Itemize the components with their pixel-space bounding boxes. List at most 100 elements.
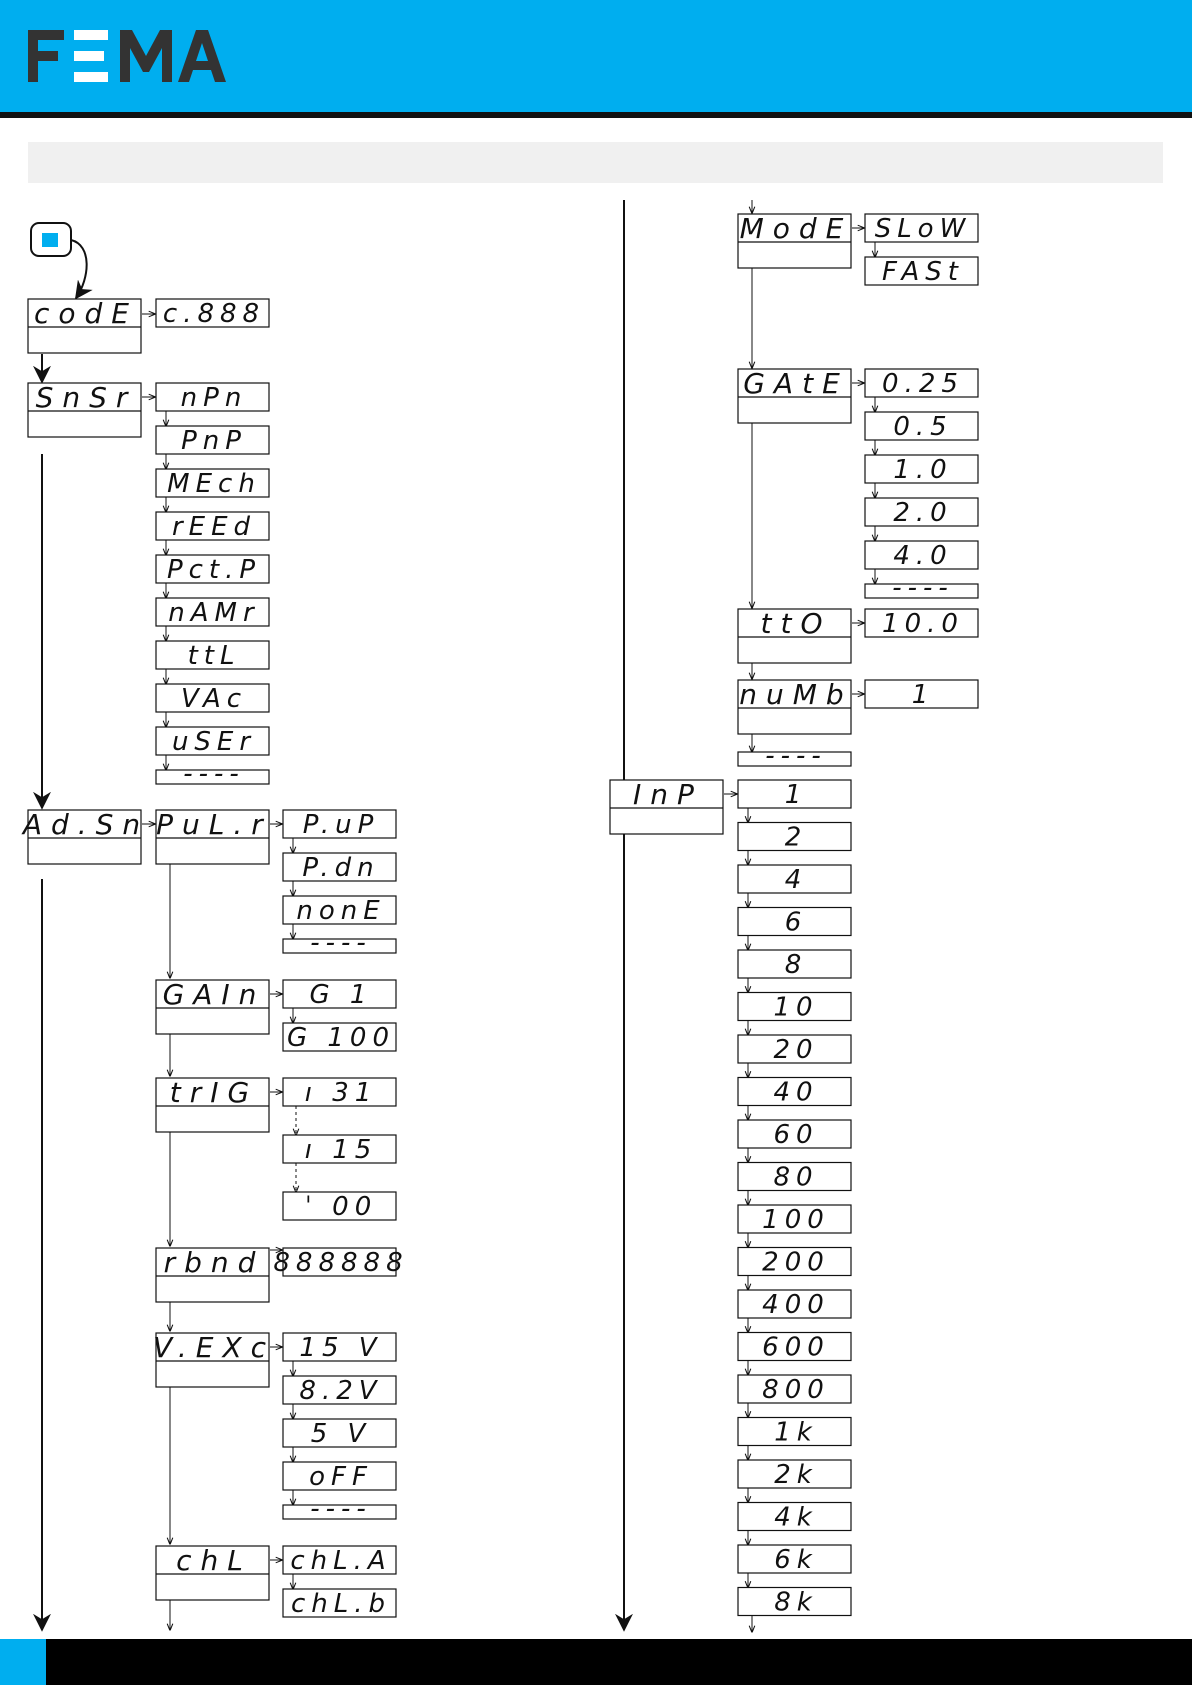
trig-option-2[interactable] <box>282 1191 397 1221</box>
numb-end-text: ---- <box>765 741 827 771</box>
param-inp[interactable] <box>609 779 724 835</box>
snsr-option-6[interactable] <box>155 640 270 670</box>
gain-option-0-text: G 1 <box>310 980 373 1010</box>
snsr-option-2[interactable] <box>155 468 270 498</box>
start-arrow <box>70 239 93 300</box>
inp-option-13-text: 600 <box>762 1333 830 1363</box>
inp-option-9[interactable] <box>737 1161 852 1192</box>
mode-option-1[interactable] <box>864 256 979 286</box>
inp-option-0[interactable] <box>737 779 852 809</box>
param-chl[interactable] <box>155 1545 270 1601</box>
pulr-option-0[interactable] <box>282 809 397 839</box>
inp-option-3-text: 6 <box>785 908 808 938</box>
inp-option-14[interactable] <box>737 1374 852 1404</box>
inp-option-10[interactable] <box>737 1204 852 1234</box>
mode-option-0[interactable] <box>864 213 979 243</box>
trig-option-1[interactable] <box>282 1134 397 1164</box>
param-code[interactable] <box>27 298 142 354</box>
inp-option-10-text: 100 <box>762 1205 830 1235</box>
vexc-option-4-text: ---- <box>310 1494 372 1524</box>
param-gain[interactable] <box>155 979 270 1035</box>
chl-option-0[interactable] <box>282 1545 397 1575</box>
param-vexc[interactable] <box>155 1332 270 1388</box>
vexc-option-4[interactable] <box>282 1504 397 1520</box>
inp-option-8[interactable] <box>737 1119 852 1149</box>
inp-option-2[interactable] <box>737 864 852 894</box>
section-band <box>28 142 1163 183</box>
numb-option-0[interactable] <box>864 679 979 709</box>
gate-option-1[interactable] <box>864 411 979 441</box>
gate-option-4[interactable] <box>864 540 979 570</box>
snsr-option-4[interactable] <box>155 554 270 584</box>
code-option[interactable] <box>155 298 270 328</box>
param-numb[interactable] <box>737 679 852 735</box>
inp-option-7[interactable] <box>737 1076 852 1107</box>
snsr-option-0[interactable] <box>155 382 270 412</box>
gate-option-2[interactable] <box>864 454 979 484</box>
param-pulr-label: PuL.r <box>156 808 272 841</box>
snsr-option-7[interactable] <box>155 683 270 713</box>
param-snsr[interactable] <box>27 382 142 438</box>
inp-option-12[interactable] <box>737 1289 852 1319</box>
gate-option-0[interactable] <box>864 368 979 398</box>
inp-option-16[interactable] <box>737 1459 852 1489</box>
vexc-option-2[interactable] <box>282 1418 397 1448</box>
snsr-option-8[interactable] <box>155 726 270 756</box>
trig-option-0[interactable] <box>282 1077 397 1107</box>
numb-option-0-text: 1 <box>912 680 935 710</box>
snsr-option-5[interactable] <box>155 597 270 627</box>
vexc-option-1[interactable] <box>282 1375 397 1405</box>
inp-option-16-text: 2k <box>774 1460 818 1490</box>
vexc-option-0-text: 15 V <box>299 1333 382 1363</box>
inp-option-19[interactable] <box>737 1586 852 1617</box>
inp-option-5[interactable] <box>737 991 852 1022</box>
inp-option-18-text: 6k <box>774 1545 818 1575</box>
gate-option-3[interactable] <box>864 497 979 527</box>
vexc-option-3[interactable] <box>282 1461 397 1491</box>
snsr-option-1-text: PnP <box>181 426 247 456</box>
snsr-option-0-text: nPn <box>181 383 248 413</box>
inp-option-4[interactable] <box>737 949 852 979</box>
chl-option-1[interactable] <box>282 1588 397 1618</box>
pulr-option-1[interactable] <box>282 852 397 882</box>
tto-option-0[interactable] <box>864 608 979 638</box>
gate-option-1-text: 0.5 <box>893 412 952 442</box>
vexc-option-0[interactable] <box>282 1332 397 1362</box>
gate-option-5[interactable] <box>864 583 979 599</box>
gain-option-1-text: G 100 <box>287 1023 395 1053</box>
pulr-option-2[interactable] <box>282 895 397 925</box>
inp-option-17[interactable] <box>737 1501 852 1532</box>
inp-option-13[interactable] <box>737 1331 852 1362</box>
inp-option-4-text: 8 <box>785 950 808 980</box>
param-code-label: codE <box>34 297 138 330</box>
connectors <box>33 200 875 1632</box>
enter-key-square <box>42 233 58 247</box>
inp-option-3[interactable] <box>737 906 852 937</box>
inp-option-18[interactable] <box>737 1544 852 1574</box>
inp-option-1[interactable] <box>737 821 852 852</box>
param-tto[interactable] <box>737 608 852 664</box>
snsr-option-1[interactable] <box>155 425 270 455</box>
pulr-option-3[interactable] <box>282 938 397 954</box>
code-option-text: c.888 <box>163 299 265 329</box>
inp-option-6-text: 20 <box>773 1035 818 1065</box>
vexc-option-3-text: oFF <box>309 1462 373 1492</box>
param-rbnd-label: rbnd <box>164 1246 265 1279</box>
inp-option-14-text: 800 <box>762 1375 830 1405</box>
param-gate[interactable] <box>737 368 852 424</box>
snsr-option-9-text: ---- <box>183 759 245 789</box>
gain-option-0[interactable] <box>282 979 397 1009</box>
rbnd-option-0[interactable] <box>282 1247 397 1277</box>
inp-option-11[interactable] <box>737 1246 852 1277</box>
numb-end[interactable] <box>737 751 852 767</box>
param-pulr[interactable] <box>155 809 270 865</box>
param-mode[interactable] <box>737 213 852 269</box>
inp-option-15[interactable] <box>737 1416 852 1447</box>
gain-option-1[interactable] <box>282 1022 397 1052</box>
param-adsn[interactable] <box>27 809 142 865</box>
param-trig[interactable] <box>155 1077 270 1133</box>
snsr-option-9[interactable] <box>155 769 270 785</box>
inp-option-6[interactable] <box>737 1034 852 1064</box>
snsr-option-3[interactable] <box>155 511 270 541</box>
param-rbnd[interactable] <box>155 1247 270 1303</box>
